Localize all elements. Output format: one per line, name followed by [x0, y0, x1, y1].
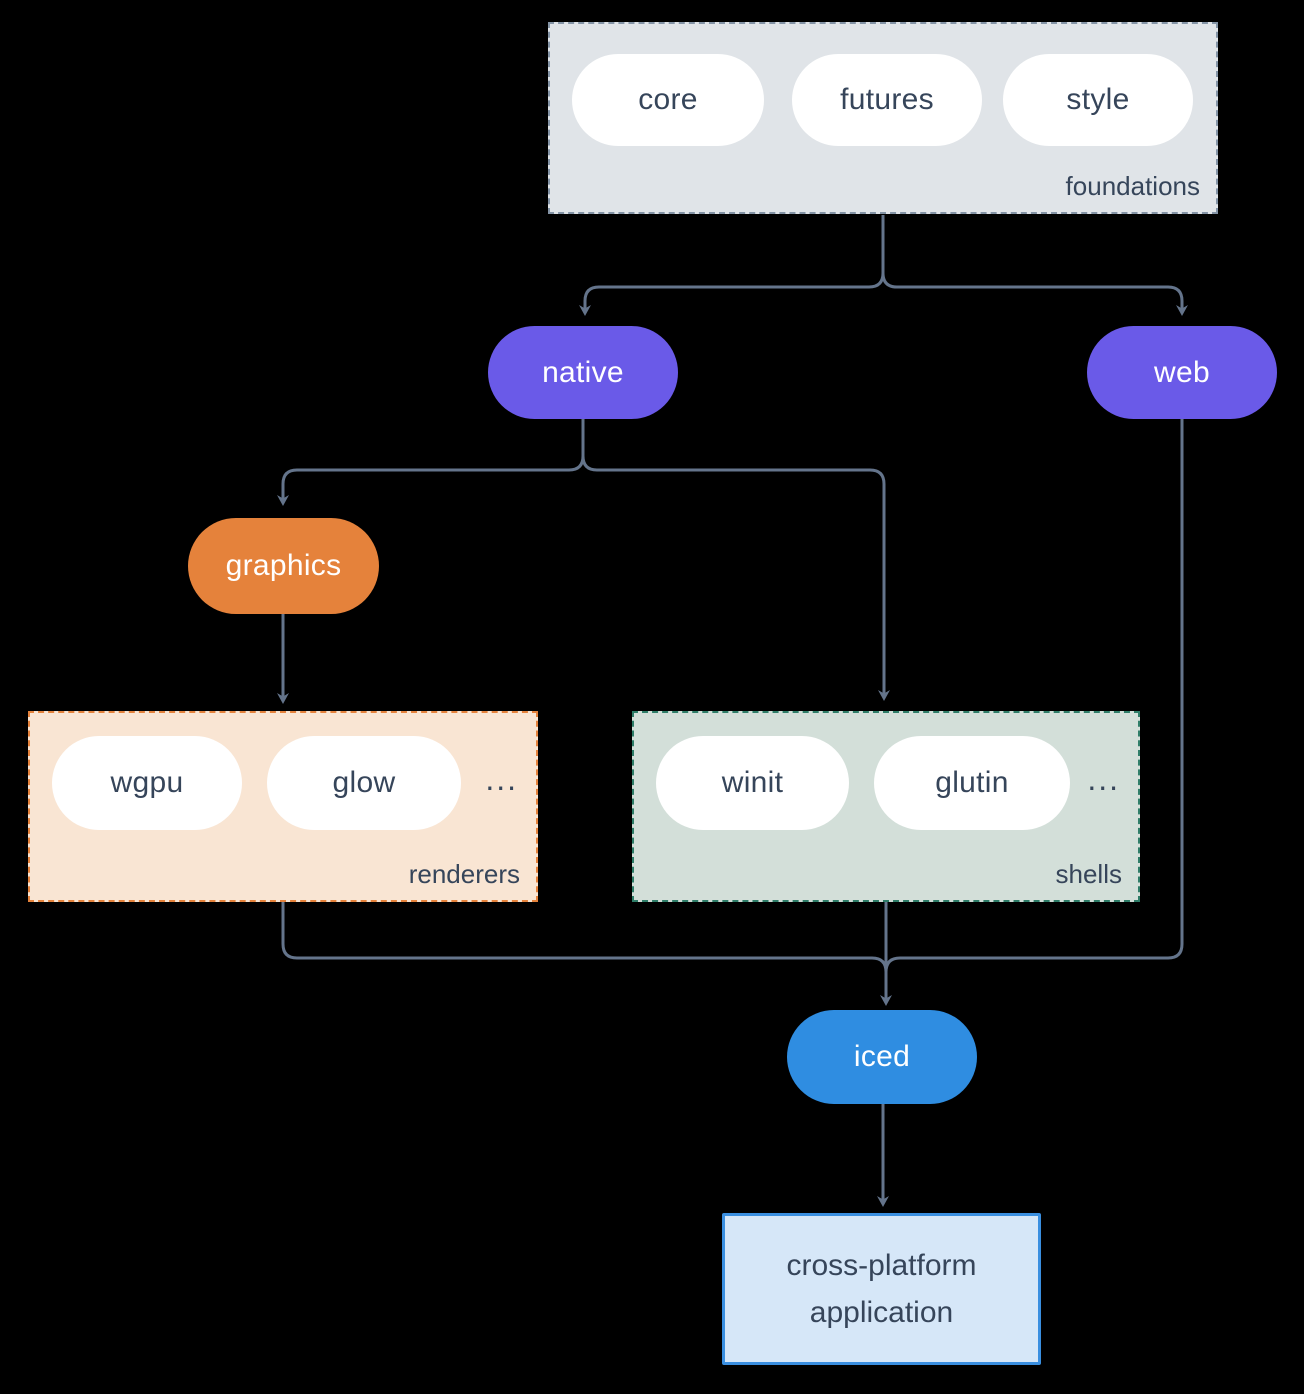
edge-native-graphics: [277, 419, 585, 506]
group-label-shells: shells: [1055, 859, 1122, 889]
edge-web-iced: [884, 419, 1184, 973]
group-foundations: core futures style foundations: [548, 22, 1218, 214]
edge-foundations-web: [881, 215, 1188, 316]
renderers-ellipsis: ...: [485, 761, 518, 797]
edge-native-shells: [581, 419, 890, 701]
group-label-foundations: foundations: [1065, 171, 1200, 201]
node-wgpu: wgpu: [52, 736, 242, 830]
node-style: style: [1003, 54, 1193, 146]
node-iced: iced: [787, 1010, 977, 1104]
group-shells: winit glutin ... shells: [632, 711, 1140, 902]
edge-renderers-iced: [281, 902, 888, 973]
node-glow: glow: [267, 736, 461, 830]
edge-foundations-native: [579, 215, 885, 316]
shells-ellipsis: ...: [1087, 761, 1120, 797]
group-label-renderers: renderers: [408, 859, 520, 889]
node-winit: winit: [656, 736, 849, 830]
node-native: native: [488, 326, 678, 419]
node-graphics: graphics: [188, 518, 379, 614]
node-cross-platform-application: cross-platform application: [722, 1213, 1041, 1365]
node-futures: futures: [792, 54, 982, 146]
group-renderers: wgpu glow ... renderers: [28, 711, 538, 902]
node-core: core: [572, 54, 764, 146]
node-web: web: [1087, 326, 1277, 419]
node-glutin: glutin: [874, 736, 1070, 830]
